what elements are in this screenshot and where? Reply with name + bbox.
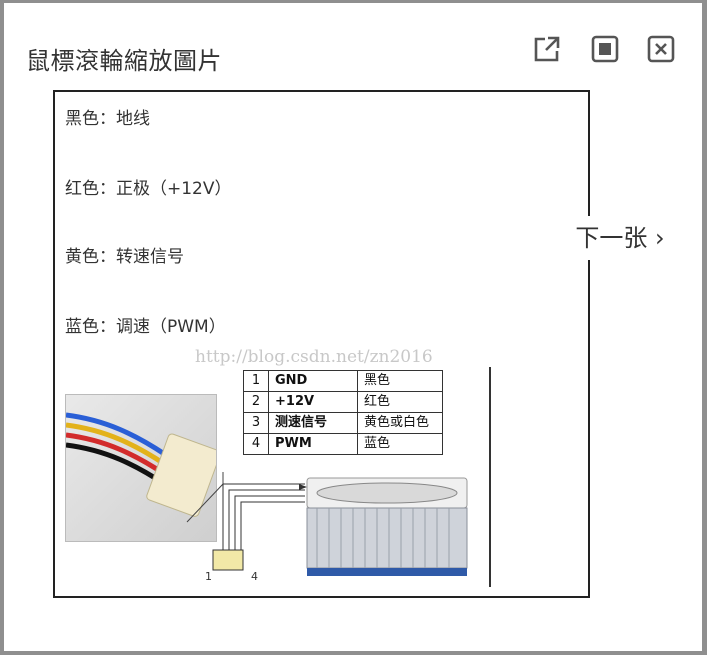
- dialog-title: 鼠標滾輪縮放圖片: [26, 47, 222, 75]
- table-row: 4 PWM 蓝色: [243, 433, 443, 455]
- pin-label-left: 1: [205, 570, 212, 583]
- divider-line: [489, 367, 491, 587]
- image-viewer-dialog: 鼠標滾輪縮放圖片 黑色：地线 红色：正极（+12V） 黄色：转速信号 蓝色：调速…: [4, 3, 702, 651]
- table-row: 1 GND 黑色: [243, 370, 443, 392]
- fan-diagram: [186, 472, 468, 576]
- close-button[interactable]: [647, 35, 675, 63]
- pin-table: 1 GND 黑色 2 +12V 红色 3 测速信号 黄色或白色 4 PWM 蓝色: [243, 370, 443, 455]
- wire-desc-red: 红色：正极（+12V）: [65, 179, 232, 199]
- wire-desc-blue: 蓝色：调速（PWM）: [65, 317, 226, 337]
- wire-desc-yellow: 黄色：转速信号: [65, 247, 184, 267]
- maximize-icon: [591, 35, 619, 63]
- pin-label-right: 4: [251, 570, 258, 583]
- image-content: 黑色：地线 红色：正极（+12V） 黄色：转速信号 蓝色：调速（PWM） htt…: [53, 90, 590, 598]
- wire-desc-black: 黑色：地线: [65, 109, 150, 129]
- watermark: http://blog.csdn.net/zn2016: [195, 347, 433, 367]
- table-row: 3 测速信号 黄色或白色: [243, 412, 443, 434]
- close-icon: [647, 35, 675, 63]
- next-image-button[interactable]: 下一张 ›: [560, 216, 680, 260]
- maximize-button[interactable]: [591, 35, 619, 63]
- open-in-new-window-button[interactable]: [533, 35, 561, 63]
- external-link-icon: [534, 36, 560, 62]
- next-image-label: 下一张: [575, 224, 648, 252]
- chevron-right-icon: ›: [655, 224, 665, 252]
